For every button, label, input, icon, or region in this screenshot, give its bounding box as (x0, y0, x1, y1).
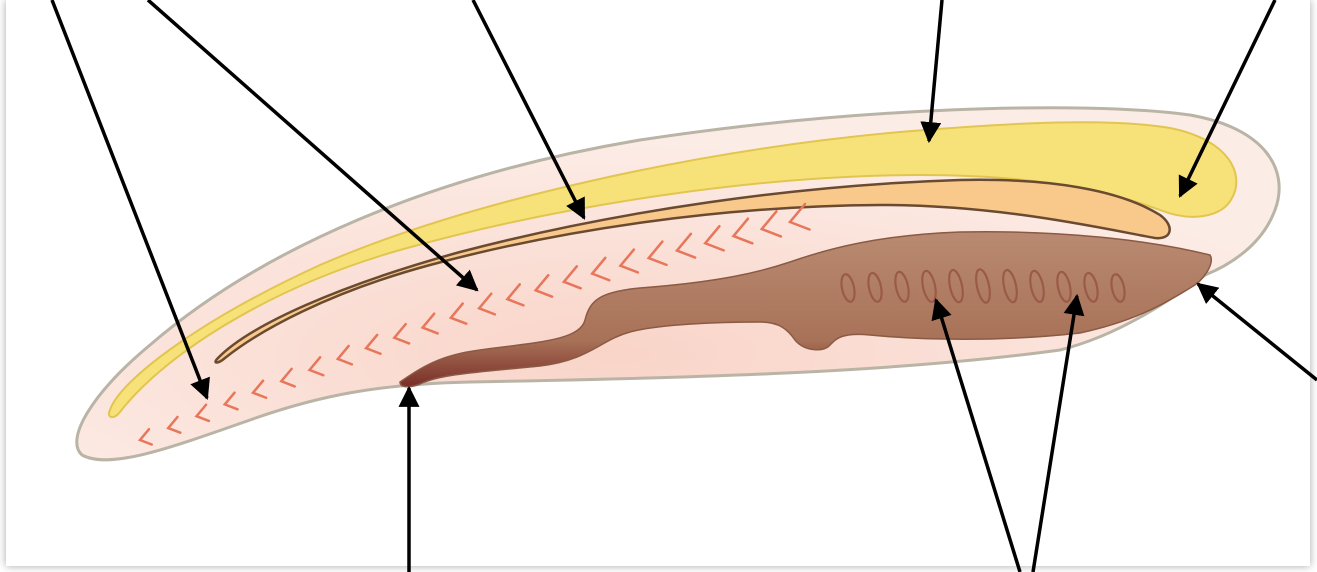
arrow-1 (52, 0, 207, 398)
arrow-6 (1198, 284, 1317, 380)
